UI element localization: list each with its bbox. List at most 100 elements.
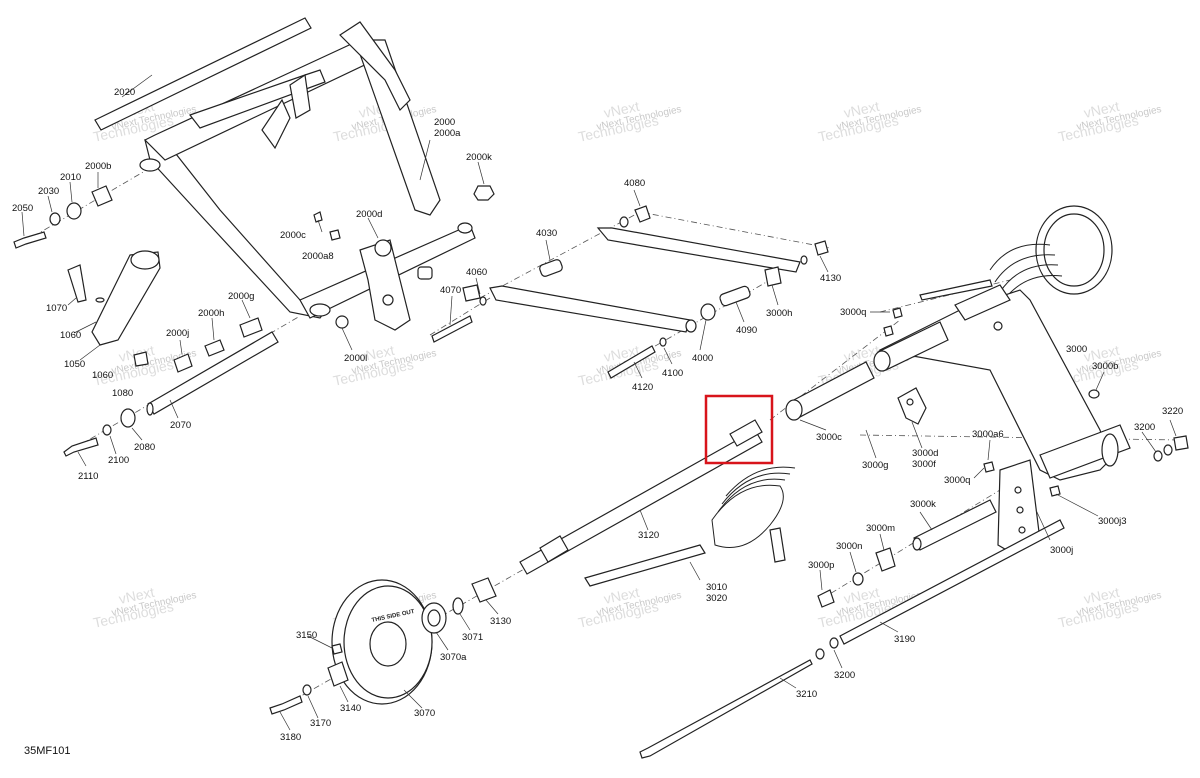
callout-4120: 4120 — [632, 382, 653, 393]
spacer-3140 — [327, 661, 349, 687]
callout-3130: 3130 — [490, 616, 511, 627]
callout-3200-upper: 3200 — [1134, 422, 1155, 433]
callout-3120: 3120 — [638, 530, 659, 541]
callout-3210: 3210 — [796, 689, 817, 700]
callout-3200-lower: 3200 — [834, 670, 855, 681]
spring-coil-upper — [919, 205, 1113, 301]
watermark: vNext vNext Technologies Technologies — [577, 98, 683, 145]
diagram-code: 35MF101 — [24, 745, 70, 757]
bearing-3070a — [421, 602, 447, 634]
callout-2110: 2110 — [78, 471, 98, 482]
watermark: vNext vNext Technologies Technologies — [1057, 584, 1163, 631]
callout-3180: 3180 — [280, 732, 301, 743]
callout-3000m: 3000m — [866, 523, 895, 534]
callout-2000k: 2000k — [466, 152, 492, 163]
tube-3000c — [785, 321, 949, 421]
callout-2100: 2100 — [108, 455, 129, 466]
washer-3170 — [302, 684, 312, 696]
bolt-3210 — [639, 659, 813, 759]
callout-2000a: 2000a — [434, 128, 461, 139]
svg-text:vNext: vNext — [1082, 98, 1120, 121]
callout-3150: 3150 — [296, 630, 317, 641]
callout-1070: 1070 — [46, 303, 67, 314]
bracket-2000d — [359, 239, 411, 331]
callout-3020: 3020 — [706, 593, 727, 604]
callout-2000j: 2000j — [166, 328, 189, 339]
callout-3000h: 3000h — [766, 308, 792, 319]
callout-1060a: 1060 — [60, 330, 81, 341]
callout-2000c: 2000c — [280, 230, 306, 241]
callout-1060b: 1060 — [92, 370, 113, 381]
callout-4100: 4100 — [662, 368, 683, 379]
callout-3000a6: 3000a6 — [972, 429, 1004, 440]
callout-1050: 1050 — [64, 359, 85, 370]
spacer-3130 — [471, 577, 497, 603]
svg-text:vNext: vNext — [1082, 342, 1120, 365]
svg-text:vNext: vNext — [117, 584, 155, 607]
svg-text:vNext: vNext — [602, 98, 640, 121]
callout-2080: 2080 — [134, 442, 155, 453]
svg-text:vNext: vNext — [842, 98, 880, 121]
callout-2000l: 2000l — [344, 353, 367, 364]
callout-3000: 3000 — [1066, 344, 1087, 355]
callout-3010: 3010 — [706, 582, 727, 593]
bolt-3150 — [331, 643, 343, 655]
block-3000d — [897, 387, 927, 425]
callout-2070: 2070 — [170, 420, 191, 431]
callout-2050: 2050 — [12, 203, 33, 214]
callout-labels: 2020 2000 2000a 2000b 2010 2030 2050 200… — [12, 87, 1183, 743]
svg-text:vNext: vNext — [842, 584, 880, 607]
callout-3000n: 3000n — [836, 541, 862, 552]
callout-3071: 3071 — [462, 632, 483, 643]
callout-3000d: 3000d — [912, 448, 938, 459]
highlight-box — [704, 394, 774, 465]
callout-3140: 3140 — [340, 703, 361, 714]
rod-3190 — [839, 519, 1065, 645]
callout-1080: 1080 — [112, 388, 133, 399]
callout-4080: 4080 — [624, 178, 645, 189]
callout-2030: 2030 — [38, 186, 59, 197]
watermark: vNext vNext Technologies Technologies — [92, 584, 198, 631]
callout-2020: 2020 — [114, 87, 135, 98]
svg-text:vNext: vNext — [602, 584, 640, 607]
torsion-spring-3010 — [584, 466, 796, 587]
front-arm-assembly — [94, 17, 495, 331]
callout-2000a8: 2000a8 — [302, 251, 334, 262]
callout-4000: 4000 — [692, 353, 713, 364]
svg-text:vNext: vNext — [842, 342, 880, 365]
watermark: vNext vNext Technologies Technologies — [817, 98, 923, 145]
callout-3000j3: 3000j3 — [1098, 516, 1127, 527]
rear-arm-assembly — [639, 205, 1189, 759]
arm-1050 — [67, 250, 161, 367]
callout-4070: 4070 — [440, 285, 461, 296]
callout-3000p: 3000p — [808, 560, 834, 571]
pivot-hardware-lower — [63, 317, 279, 457]
svg-text:vNext: vNext — [1082, 584, 1120, 607]
callout-2000b: 2000b — [85, 161, 111, 172]
callout-3000g: 3000g — [862, 460, 888, 471]
callout-3000b: 3000b — [1092, 361, 1118, 372]
callout-4030: 4030 — [536, 228, 557, 239]
pivot-hardware-upper — [13, 185, 113, 249]
callout-3170: 3170 — [310, 718, 331, 729]
center-linkage — [431, 205, 829, 379]
shaft-2020 — [94, 17, 312, 131]
callout-2000g: 2000g — [228, 291, 254, 302]
svg-text:vNext: vNext — [357, 342, 395, 365]
idler-wheel-3070: THIS SIDE OUT — [331, 579, 433, 705]
callout-2000h: 2000h — [198, 308, 224, 319]
callout-4060: 4060 — [466, 267, 487, 278]
watermark: vNext vNext Technologies Technologies — [1057, 98, 1163, 145]
bolt-3180 — [269, 695, 303, 715]
nut-2000k — [473, 185, 495, 201]
assembly-axes — [21, 167, 1181, 709]
callout-2000: 2000 — [434, 117, 455, 128]
callout-2000d: 2000d — [356, 209, 382, 220]
callout-4130: 4130 — [820, 273, 841, 284]
callout-3070a: 3070a — [440, 652, 467, 663]
callout-3190: 3190 — [894, 634, 915, 645]
callout-4090: 4090 — [736, 325, 757, 336]
callout-3220: 3220 — [1162, 406, 1183, 417]
shaft-3000k — [817, 499, 997, 608]
